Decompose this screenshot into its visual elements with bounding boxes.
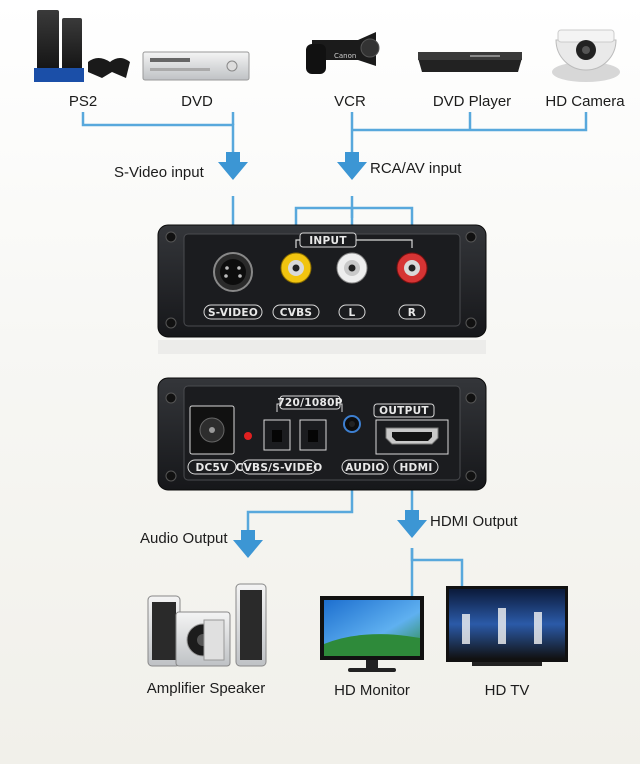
sink-label-tv: HD TV — [484, 682, 530, 699]
arrow-down-icon — [397, 510, 427, 538]
source-label-ps2: PS2 — [68, 93, 98, 110]
monitor-icon — [320, 596, 424, 672]
rca-red-jack — [396, 252, 428, 284]
source-label-hd-camera: HD Camera — [545, 93, 625, 110]
svideo-port — [213, 252, 253, 292]
rca-white-jack — [336, 252, 368, 284]
dvd-player-icon — [418, 52, 522, 72]
arrow-down-icon — [233, 530, 263, 558]
dc-power-jack — [189, 405, 235, 455]
arrow-down-icon — [218, 152, 248, 180]
input-title: INPUT — [309, 235, 347, 247]
hdmi-output-label: HDMI Output — [430, 513, 518, 530]
sink-label-speaker: Amplifier Speaker — [146, 680, 266, 697]
source-label-vcr: VCR — [334, 93, 366, 110]
cvbs-svideo-switch — [263, 419, 291, 451]
port-label-svideo: S-VIDEO — [208, 307, 258, 319]
svideo-input-label: S-Video input — [114, 164, 204, 181]
port-label-l: L — [349, 307, 356, 319]
speaker-system-icon — [147, 583, 267, 667]
led-icon — [244, 432, 252, 440]
camera-brand: Canon — [334, 52, 356, 60]
rca-yellow-jack — [280, 252, 312, 284]
camcorder-icon: Canon — [306, 32, 380, 74]
tv-icon — [446, 586, 568, 666]
input-panel: INPUT S-VIDEO CVBS L R — [157, 224, 487, 338]
ps2-console-icon — [34, 10, 130, 82]
arrow-down-icon — [337, 152, 367, 180]
source-label-dvd: DVD — [181, 93, 213, 110]
resolution-button — [299, 419, 327, 451]
label-resolution: 720/1080P — [277, 397, 342, 409]
output-panel: DC5V CVBS/S-VIDEO 720/1080P AUDIO OUTPUT… — [157, 377, 487, 491]
audio-output-label: Audio Output — [140, 530, 228, 547]
dome-camera-icon — [552, 29, 620, 82]
label-dc5v: DC5V — [195, 462, 229, 474]
audio-jack — [343, 415, 361, 433]
dvd-recorder-icon — [142, 51, 250, 81]
label-audio: AUDIO — [345, 462, 384, 474]
hdmi-port — [385, 427, 439, 445]
port-label-r: R — [408, 307, 416, 319]
rca-input-label: RCA/AV input — [370, 160, 462, 177]
label-output: OUTPUT — [379, 405, 429, 417]
panel-reflection — [158, 340, 486, 354]
sink-label-monitor: HD Monitor — [334, 682, 410, 699]
label-cvbs-svideo: CVBS/S-VIDEO — [236, 462, 323, 474]
label-hdmi: HDMI — [399, 462, 432, 474]
source-label-dvd-player: DVD Player — [432, 93, 512, 110]
port-label-cvbs: CVBS — [280, 307, 313, 319]
